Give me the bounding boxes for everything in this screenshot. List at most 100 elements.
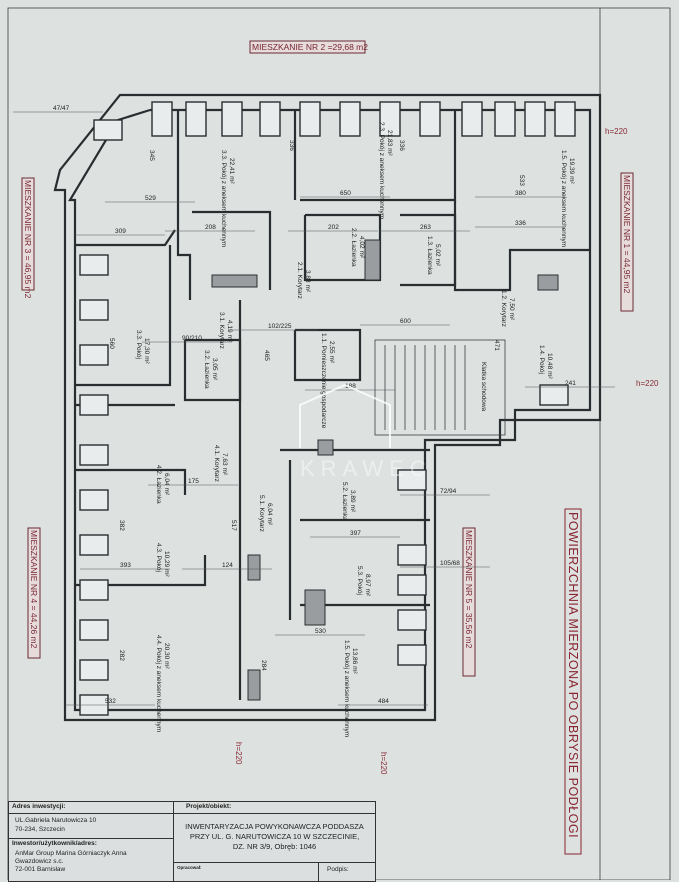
room-area: 19,39 m² [568,158,575,184]
room-name: 1.3. Łazienka [426,236,433,275]
room-area: 3,89 m² [349,490,356,513]
dimension-label: 241 [565,380,576,387]
dimension-label: 336 [288,140,295,151]
apartment-label-text: MIESZKANIE NR 3 = 46,95 m2 [23,180,33,299]
roof-window [554,101,576,137]
prepared-label: Opracował: [177,865,202,870]
height-label: h=220 [605,127,628,136]
room-area: 6,04 m² [266,503,273,526]
roof-window [397,574,427,596]
roof-window [461,101,483,137]
roof-window [79,394,109,416]
dimension-label: 90/210 [182,335,202,342]
height-label: h=220 [379,752,388,775]
investor-line: 72-001 Barnisław [15,866,66,873]
apartment-label-4: MIESZKANIE NR 4 = 44,26 m2 [27,527,41,659]
roof-window [397,544,427,566]
roof-windows [79,101,576,716]
roof-window [79,299,109,321]
dimension-label: 650 [340,190,351,197]
address-line: UL.Gabriela Narutowicza 10 [15,817,97,824]
dimension-label: 336 [398,140,405,151]
roof-window [524,101,546,137]
room-area: 21,83 m² [386,130,393,156]
roof-window [397,644,427,666]
investor-line: Gwazdowicz s.c. [15,858,64,865]
dimension-label: 530 [315,628,326,635]
roof-window [397,609,427,631]
apartment-label-text: MIESZKANIE NR 2 =29,68 m2 [252,42,368,52]
room-area: 4,02 m² [358,236,365,259]
roof-window [79,659,109,681]
roof-window [299,101,321,137]
interior-walls [75,110,590,700]
room-name: 5.2. Łazienka [341,482,348,521]
room-area: 13,86 m² [351,648,358,674]
project-line: DZ. NR 3/9, Obręb: 1046 [232,842,317,851]
room-name: 3.3. Pokój [135,330,142,359]
room-area: 17,30 m² [143,338,150,364]
room-name: 4.2. Łazienka [155,465,162,504]
room-name: Klatka schodowa [480,362,487,412]
room-name: 3.3. Pokój z aneksem kuchennym [220,150,227,247]
room-name: 4.3. Pokój [155,543,162,572]
apartment-label-text: MIESZKANIE NR 1 = 44,95 m2 [622,175,632,294]
dimension-label: 284 [260,660,267,671]
room-area: 7,50 m² [508,298,515,321]
dimension-label: 175 [188,478,199,485]
room-label: Klatka schodowa [480,362,487,412]
dimension-label: 600 [400,318,411,325]
room-area: 5,02 m² [434,244,441,267]
apartment-label-text: MIESZKANIE NR 5 = 35,56 m2 [464,530,474,649]
room-area: 4,19 m² [226,320,233,343]
staircase [374,339,506,436]
sheet-frame [7,7,671,880]
roof-window [79,489,109,511]
roof-window [221,101,243,137]
project-header: Projekt/obiekt: [174,802,375,814]
room-area: 8,97 m² [364,574,371,597]
dimension-label: 309 [115,228,126,235]
roof-window [494,101,516,137]
roof-window [185,101,207,137]
dimension-label: 560 [108,338,115,349]
roof-window [79,254,109,276]
dimension-label: 102/225 [268,323,292,330]
measurement-note-text: POWIERZCHNIA MIERZONA PO OBRYSIE PODŁOGI [566,512,580,838]
roof-window [79,534,109,556]
dimension-label: 533 [518,175,525,186]
apartment-label-3: MIESZKANIE NR 3 = 46,95 m2 [21,177,35,299]
project-line: PRZY UL. G. NARUTOWICZA 10 W SZCZECINIE, [189,832,360,841]
apartment-label-2: MIESZKANIE NR 2 =29,68 m2 [249,40,368,54]
dimension-label: 397 [350,530,361,537]
roof-window [397,469,427,491]
roof-window [259,101,281,137]
room-area: 20,30 m² [163,643,170,669]
watermark-logo: KRAWEC [299,383,426,481]
room-name: 2.3. Pokój z aneksem kuchennym [378,122,385,219]
dimension-label: 263 [420,224,431,231]
room-name: 5.3. Pokój [356,566,363,595]
roof-window [93,119,123,141]
dimension-label: 105/68 [440,560,460,567]
roof-window [79,579,109,601]
room-area: 3,05 m² [211,358,218,381]
dimension-label: 72/94 [440,488,457,495]
roof-window [539,384,569,406]
investor-header: Inwestor/użytkownik/adres: [12,840,97,847]
room-name: 2.1. Korytarz [296,262,303,299]
address-line: 70-234, Szczecin [15,826,65,833]
roof-window [339,101,361,137]
